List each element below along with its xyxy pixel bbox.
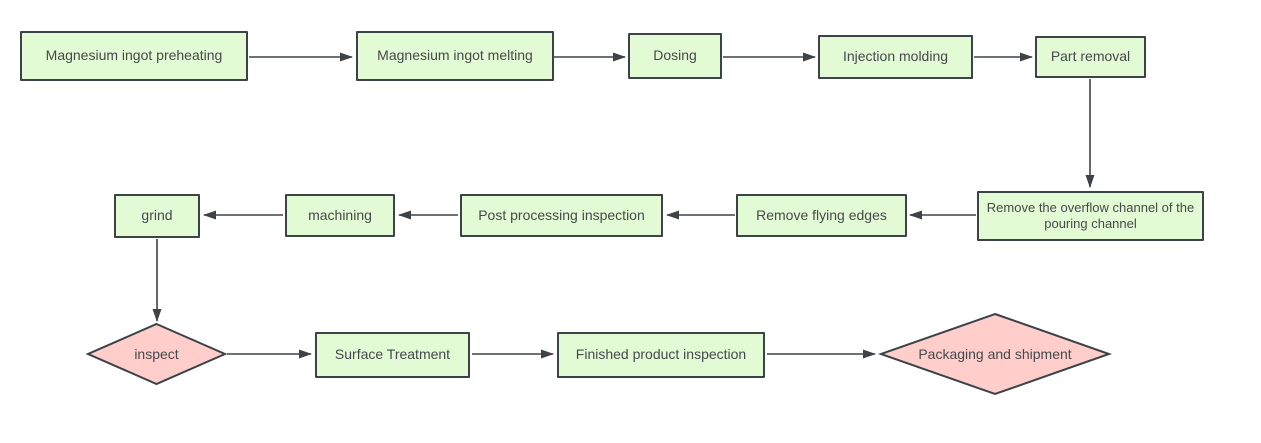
- node-packaging-and-shipment-decision: Packaging and shipment: [877, 312, 1113, 396]
- node-label: Magnesium ingot preheating: [45, 47, 223, 64]
- node-label: Dosing: [653, 47, 697, 64]
- node-label: Magnesium ingot melting: [377, 47, 533, 64]
- node-label: Surface Treatment: [334, 346, 451, 363]
- node-label: Post processing inspection: [478, 206, 645, 223]
- node-remove-flying-edges: Remove flying edges: [736, 194, 907, 237]
- diamond-polygon: [85, 322, 228, 386]
- node-grind: grind: [114, 194, 200, 238]
- diamond-shape: [877, 312, 1113, 396]
- node-remove-overflow-channel: Remove the overflow channel of the pouri…: [977, 191, 1204, 241]
- node-finished-product-inspection: Finished product inspection: [557, 332, 765, 378]
- node-injection-molding: Injection molding: [818, 35, 973, 79]
- node-label: Finished product inspection: [575, 346, 747, 363]
- node-label: machining: [308, 206, 372, 223]
- diamond-shape: [85, 322, 228, 386]
- node-label: Packaging and shipment: [918, 346, 1072, 362]
- node-dosing: Dosing: [628, 33, 722, 79]
- node-label: inspect: [134, 346, 179, 362]
- node-magnesium-ingot-melting: Magnesium ingot melting: [356, 31, 554, 81]
- node-inspect-decision: inspect: [85, 322, 228, 386]
- node-label: Part removal: [1050, 48, 1131, 65]
- node-label: Remove flying edges: [756, 206, 887, 223]
- node-machining: machining: [285, 194, 395, 237]
- node-magnesium-ingot-preheating: Magnesium ingot preheating: [20, 31, 248, 81]
- node-part-removal: Part removal: [1035, 36, 1146, 78]
- node-label: Remove the overflow channel of the pouri…: [986, 199, 1195, 231]
- node-label: Injection molding: [842, 48, 949, 65]
- diamond-polygon: [877, 312, 1113, 396]
- node-post-processing-inspection: Post processing inspection: [460, 194, 663, 237]
- node-surface-treatment: Surface Treatment: [315, 332, 470, 378]
- node-label: grind: [141, 207, 173, 224]
